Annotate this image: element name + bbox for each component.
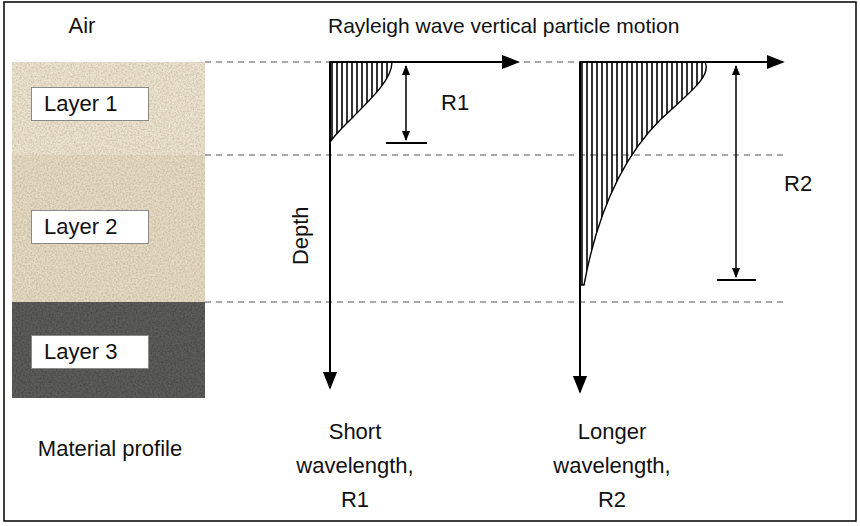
layer-boundaries [205,62,785,302]
depth-axis [579,62,581,392]
caption-label: Short wavelength, R1 [290,415,420,517]
dimension-tick [717,279,756,281]
layer-3-band [12,302,205,398]
dimension-arrow [405,66,407,140]
axis-label: Depth [286,207,314,266]
texture [12,62,205,302]
depth-axis [329,62,331,388]
frame [4,2,856,521]
diagram-title: Rayleigh wave vertical particle motion [328,13,679,39]
layer-label: Layer 1 [31,87,149,121]
dimension-label: R1 [441,89,469,117]
particle-motion-curve [330,62,392,142]
dimension-tick [386,142,427,144]
texture [12,302,205,398]
layer-name: Layer 1 [44,91,136,117]
caption-label: Material profile [35,435,185,463]
particle-motion-curve [580,62,706,285]
layer-name: Layer 3 [44,339,136,365]
motion-axis [330,61,518,63]
motion-axis [580,61,783,63]
layer-label: Layer 2 [31,210,149,244]
layer-name: Layer 2 [44,214,136,240]
dimension-arrow [735,66,737,277]
caption-label: Longer wavelength, R2 [547,415,677,517]
layer-label: Layer 3 [31,335,149,369]
dimension-label: R2 [784,170,812,198]
medium-label: Air [69,12,96,40]
